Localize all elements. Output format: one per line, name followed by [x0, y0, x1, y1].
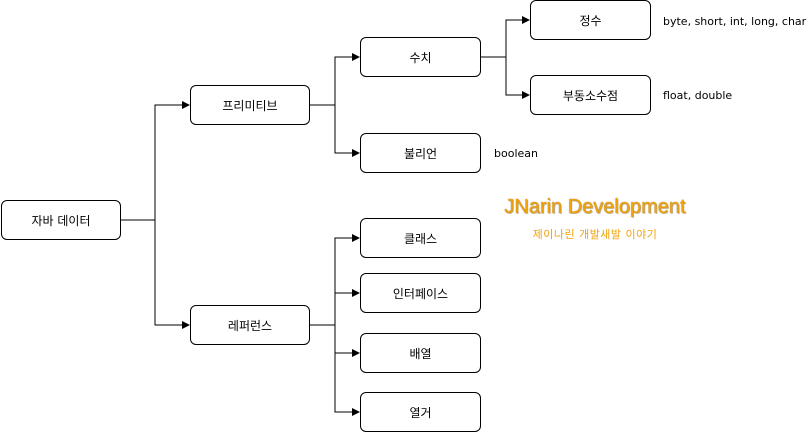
node-boolean: 불리언 — [360, 133, 481, 173]
watermark-title: JNarin Development — [504, 196, 686, 218]
note-boolean-type: boolean — [494, 147, 538, 160]
edge-numeric-floating — [505, 57, 530, 99]
edge-reference-class — [310, 234, 360, 326]
edge-root-primitive — [121, 101, 190, 221]
edge-primitive-numeric — [310, 53, 360, 106]
node-floating-point: 부동소수점 — [530, 75, 651, 115]
edge-primitive-boolean — [334, 105, 360, 157]
node-primitive: 프리미티브 — [190, 85, 310, 125]
node-class: 클래스 — [360, 218, 481, 258]
node-numeric: 수치 — [360, 37, 481, 77]
note-float-types: float, double — [663, 89, 733, 102]
edge-reference-array — [334, 325, 360, 357]
edge-root-reference — [154, 220, 190, 329]
node-enum: 열거 — [360, 392, 481, 432]
node-integer: 정수 — [530, 0, 651, 40]
note-integer-types: byte, short, int, long, char — [663, 15, 807, 28]
node-interface: 인터페이스 — [360, 273, 481, 313]
node-array: 배열 — [360, 333, 481, 373]
watermark-subtitle: 제이나린 개발새발 이야기 — [532, 228, 658, 241]
edge-numeric-integer — [481, 16, 530, 58]
node-reference: 레퍼런스 — [190, 305, 310, 345]
edge-reference-enum — [334, 353, 360, 416]
node-java-data: 자바 데이터 — [1, 200, 121, 240]
